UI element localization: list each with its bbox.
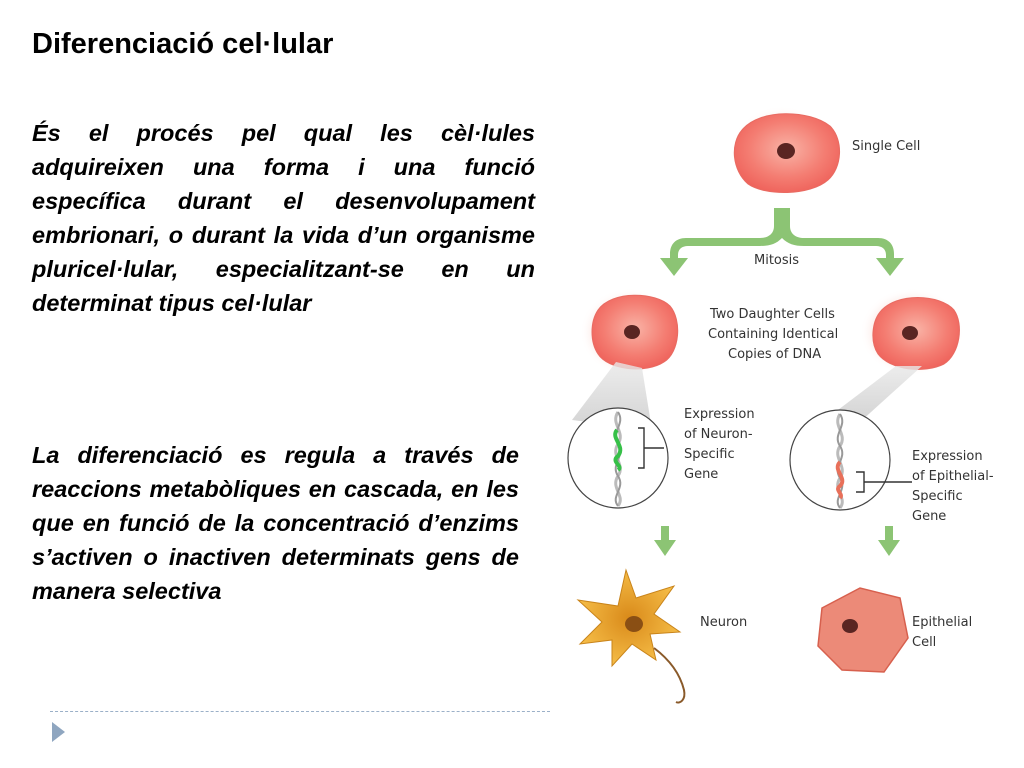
neuron-gene-label-4: Gene <box>684 467 718 482</box>
cell-differentiation-diagram: Single Cell Mitosis Two Daughter Cells C… <box>567 106 994 704</box>
epithelial-gene-label-3: Specific <box>912 489 963 504</box>
epithelial-cell-label-1: Epithelial <box>912 615 972 630</box>
daughter-cell-right <box>860 288 964 376</box>
zoom-cone-right <box>830 366 922 422</box>
epithelial-cell <box>817 587 909 673</box>
epithelial-cell-label-2: Cell <box>912 635 936 650</box>
definition-paragraph: És el procés pel qual les cèl·lules adqu… <box>32 120 535 316</box>
regulation-paragraph: La diferenciació es regula a través de r… <box>32 442 519 604</box>
neuron-gene-label-2: of Neuron- <box>684 427 753 442</box>
epithelial-gene-label-4: Gene <box>912 509 946 524</box>
neuron-gene-label-1: Expression <box>684 407 755 422</box>
slide-title: Diferenciació cel·lular <box>32 28 334 60</box>
dna-circle-left <box>567 407 669 509</box>
neuron-label: Neuron <box>700 615 747 630</box>
dna-circle-right <box>789 409 912 511</box>
down-arrow-right <box>878 526 900 556</box>
single-cell <box>730 106 841 198</box>
footer-divider <box>50 711 550 712</box>
daughter-cells-label-1: Two Daughter Cells <box>709 307 835 322</box>
daughter-cell-left <box>580 288 680 376</box>
epithelial-gene-label-1: Expression <box>912 449 983 464</box>
epithelial-gene-label-2: of Epithelial- <box>912 469 994 484</box>
mitosis-arrows <box>660 208 904 276</box>
next-slide-arrow-icon[interactable] <box>52 722 65 742</box>
down-arrow-left <box>654 526 676 556</box>
daughter-cells-label-3: Copies of DNA <box>728 347 821 362</box>
neuron-cell <box>576 568 686 704</box>
single-cell-label: Single Cell <box>852 139 920 154</box>
neuron-gene-label-3: Specific <box>684 447 735 462</box>
daughter-cells-label-2: Containing Identical <box>708 327 838 342</box>
mitosis-label: Mitosis <box>754 253 799 268</box>
